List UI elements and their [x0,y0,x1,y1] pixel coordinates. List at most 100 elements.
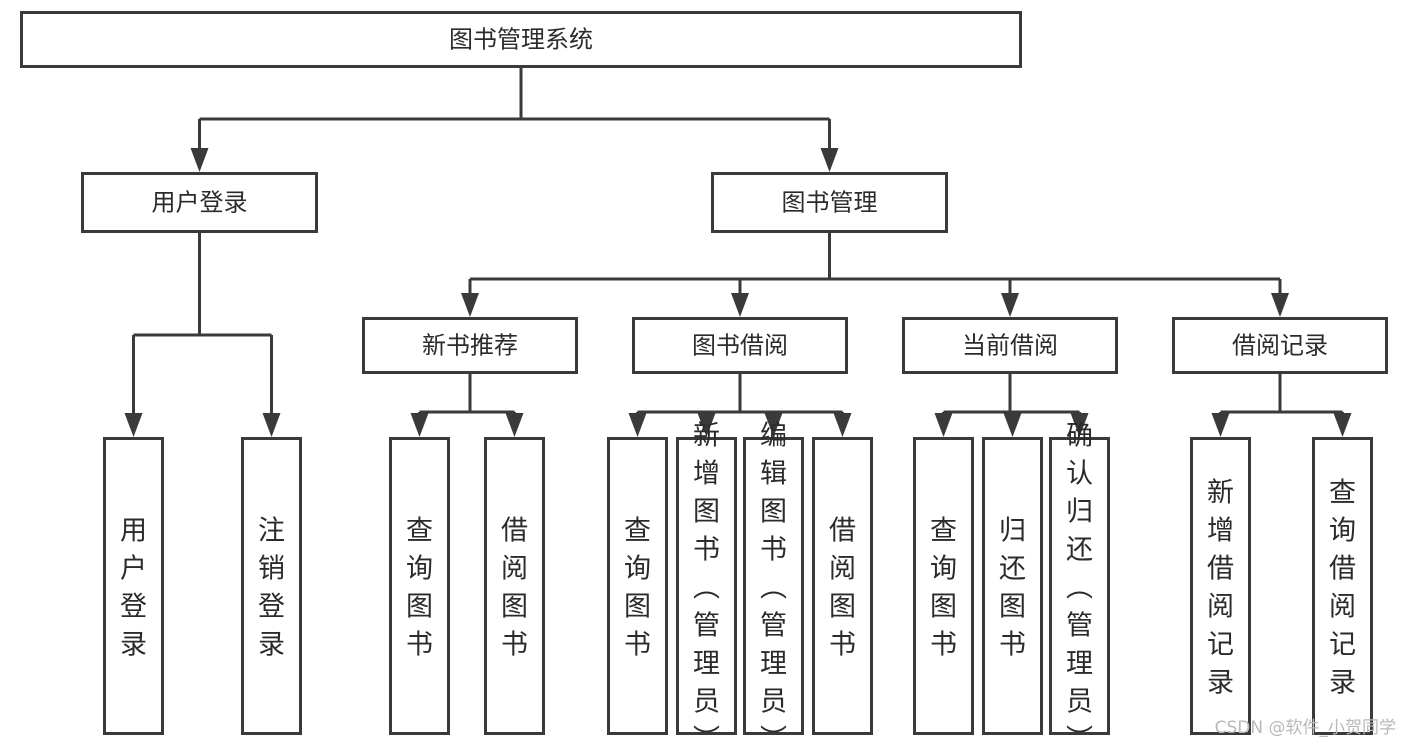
node-label-char: 阅 [829,554,856,585]
node-label-char: ︵ [760,573,787,604]
node-root[interactable]: 图书管理系统 [20,11,1022,68]
node-box [484,437,545,735]
node-label: 新书推荐 [422,332,518,360]
node-label-char: 图 [501,592,528,623]
node-label: 用户登录 [152,189,248,217]
node-label-char: 登 [258,592,285,623]
node-box [812,437,873,735]
node-label-char: 记 [1207,630,1234,661]
node-label-char: ︶ [693,725,720,747]
node-label-char: 户 [120,554,147,585]
node-label-char: 录 [1207,668,1234,699]
node-label-char: 注 [258,516,285,547]
node-label-char: 书 [829,630,856,661]
node-l2_2[interactable]: 当前借阅 [902,317,1118,374]
node-label-char: 记 [1329,630,1356,661]
node-label-char: 询 [930,554,957,585]
node-label-char: 阅 [501,554,528,585]
node-label-char: 录 [120,630,147,661]
node-label-char: 图 [406,592,433,623]
node-label-char: 员 [1066,687,1093,718]
node-label-char: 询 [1329,516,1356,547]
node-box [913,437,974,735]
node-box [389,437,450,735]
node-label-char: 归 [1066,497,1093,528]
node-label-char: 增 [1207,516,1234,547]
node-label-char: 阅 [1329,592,1356,623]
node-label: 当前借阅 [962,332,1058,360]
node-label-char: 书 [930,630,957,661]
node-label-char: 图 [624,592,651,623]
node-label-char: 书 [624,630,651,661]
node-label-char: 理 [1066,649,1093,680]
node-label-char: 管 [1066,611,1093,642]
connector-layer [124,68,1352,437]
node-label-char: ︶ [1066,725,1093,747]
node-box [1049,437,1110,735]
node-label-char: 询 [624,554,651,585]
node-label-char: 查 [624,516,651,547]
node-label-char: 认 [1066,459,1093,490]
node-label-char: 新 [693,421,720,452]
node-label-char: 理 [693,649,720,680]
node-label-char: ︶ [760,725,787,747]
node-label: 借阅记录 [1232,332,1328,360]
node-label-char: 图 [999,592,1026,623]
node-label-char: 图 [930,592,957,623]
node-label-char: 书 [501,630,528,661]
node-label-char: 借 [501,516,528,547]
node-label-char: 销 [258,554,285,585]
node-label-char: 图 [693,497,720,528]
node-label-char: 管 [693,611,720,642]
node-label-char: 录 [1329,668,1356,699]
node-box [81,172,318,233]
node-label-char: 员 [760,687,787,718]
node-label-char: 还 [1066,535,1093,566]
node-leaf_0[interactable]: 用户登录 [103,437,164,735]
node-label-char: 借 [1207,554,1234,585]
node-l1_0[interactable]: 用户登录 [81,172,318,233]
node-box [362,317,578,374]
node-l2_1[interactable]: 图书借阅 [632,317,848,374]
node-box [241,437,302,735]
node-label-char: 理 [760,649,787,680]
node-box [676,437,737,735]
node-label-char: ︵ [693,573,720,604]
node-box [1172,317,1388,374]
node-label-char: ︵ [1066,573,1093,604]
node-label-char: 用 [120,516,147,547]
node-box [982,437,1043,735]
node-label-char: 新 [1207,478,1234,509]
node-label-char: 管 [760,611,787,642]
node-box [1312,437,1373,735]
node-label-char: 阅 [1207,592,1234,623]
node-label: 图书管理 [782,189,878,217]
node-label-char: 登 [120,592,147,623]
node-label-char: 查 [406,516,433,547]
node-label-char: 书 [406,630,433,661]
node-box [20,11,1022,68]
node-layer: 图书管理系统用户登录图书管理新书推荐图书借阅当前借阅借阅记录用户登录注销登录查询… [20,11,1388,747]
node-label-char: 图 [760,497,787,528]
node-box [743,437,804,735]
node-label: 图书管理系统 [449,26,593,54]
node-label-char: 增 [693,459,720,490]
node-label-char: 还 [999,554,1026,585]
node-l2_3[interactable]: 借阅记录 [1172,317,1388,374]
node-l2_0[interactable]: 新书推荐 [362,317,578,374]
node-l1_1[interactable]: 图书管理 [711,172,948,233]
node-box [103,437,164,735]
